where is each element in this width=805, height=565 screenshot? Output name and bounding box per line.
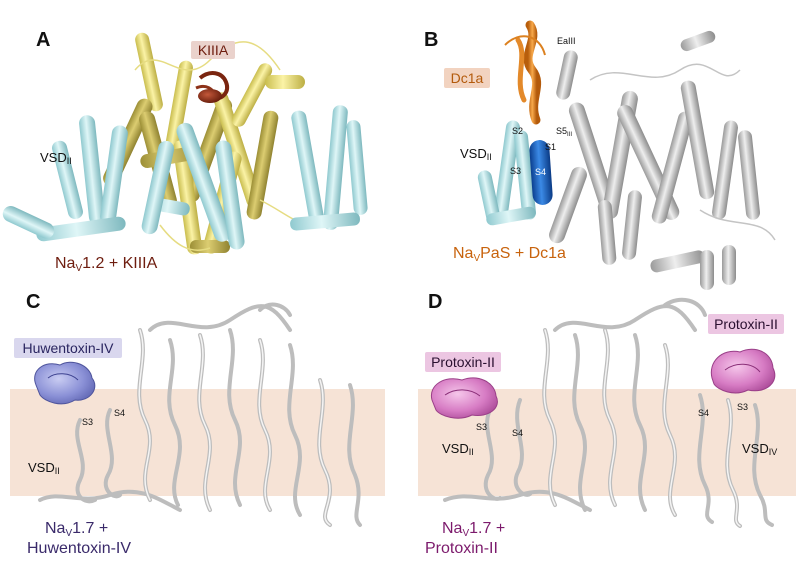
d-protoxin-left-label-box xyxy=(425,352,501,372)
panel-c: Huwentoxin-IV S3 S4 C VSDII NaV1.7 + Huw… xyxy=(10,291,385,557)
panel-b: Dc1a EaIII B VSDII S2 S5III S1 S3 S4 NaV… xyxy=(424,20,776,290)
b-s1-label: S1 xyxy=(545,142,556,152)
c-s3-label: S3 xyxy=(82,417,93,427)
d-ribbon-highlights xyxy=(543,329,741,527)
b-dc1a-label: Dc1a xyxy=(451,70,484,86)
c-huwentoxin-label-box xyxy=(14,338,122,358)
b-s4-label: S4 xyxy=(535,167,546,177)
b-s4-helix xyxy=(529,140,553,205)
b-s5-label: S5III xyxy=(556,126,572,138)
c-caption-line1: NaV1.7 + xyxy=(45,520,108,539)
panel-a: KIIIA A VSDII NaV1.2 + KIIIA xyxy=(2,29,368,274)
b-gray-channel-helices xyxy=(549,30,776,290)
b-s2-label: S2 xyxy=(512,126,523,136)
d-vsd-right-label: VSDIV xyxy=(742,441,777,457)
d-vsd-left-label: VSDII xyxy=(442,441,474,457)
c-caption-line2: Huwentoxin-IV xyxy=(27,540,131,557)
a-vsd-label: VSDII xyxy=(40,150,72,166)
b-cyan-vsd-helices xyxy=(477,120,536,226)
a-caption: NaV1.2 + KIIIA xyxy=(55,255,158,274)
d-protoxin-right-label-box xyxy=(708,314,784,334)
d-s3-right-label: S3 xyxy=(737,402,748,412)
d-s4-left-label: S4 xyxy=(512,428,523,438)
c-huwentoxin-density xyxy=(34,361,96,405)
d-s4-right-label: S4 xyxy=(698,408,709,418)
c-vsd-label: VSDII xyxy=(28,460,60,476)
b-s3-label: S3 xyxy=(510,166,521,176)
d-caption-line1: NaV1.7 + xyxy=(442,520,505,539)
d-protoxin-left-density xyxy=(430,377,498,419)
a-cyan-vsd-helices xyxy=(2,105,368,250)
b-ea-label: EaIII xyxy=(557,36,576,46)
panel-d-letter: D xyxy=(428,291,442,313)
panel-d: Protoxin-II Protoxin-II S3 S4 S4 S3 D VS… xyxy=(418,291,796,557)
a-kiiia-label-box xyxy=(191,41,235,59)
d-protoxin-right-density xyxy=(710,348,776,394)
a-kiiia-toxin xyxy=(195,71,229,103)
d-caption-line2: Protoxin-II xyxy=(425,540,498,557)
b-vsd-label: VSDII xyxy=(460,146,492,162)
c-s4-label: S4 xyxy=(114,408,125,418)
d-protoxin-left-label: Protoxin-II xyxy=(431,354,495,370)
d-protoxin-right-label: Protoxin-II xyxy=(714,316,778,332)
c-ribbon-highlights xyxy=(138,329,331,526)
b-dc1a-label-box xyxy=(444,68,490,88)
c-huwentoxin-label: Huwentoxin-IV xyxy=(22,340,114,356)
b-caption: NaVPaS + Dc1a xyxy=(453,245,566,264)
d-s3-left-label: S3 xyxy=(476,422,487,432)
panel-a-letter: A xyxy=(36,29,50,51)
b-dc1a-toxin xyxy=(504,20,546,125)
panel-c-letter: C xyxy=(26,291,40,313)
panel-b-letter: B xyxy=(424,29,438,51)
a-kiiia-label: KIIIA xyxy=(198,42,229,58)
